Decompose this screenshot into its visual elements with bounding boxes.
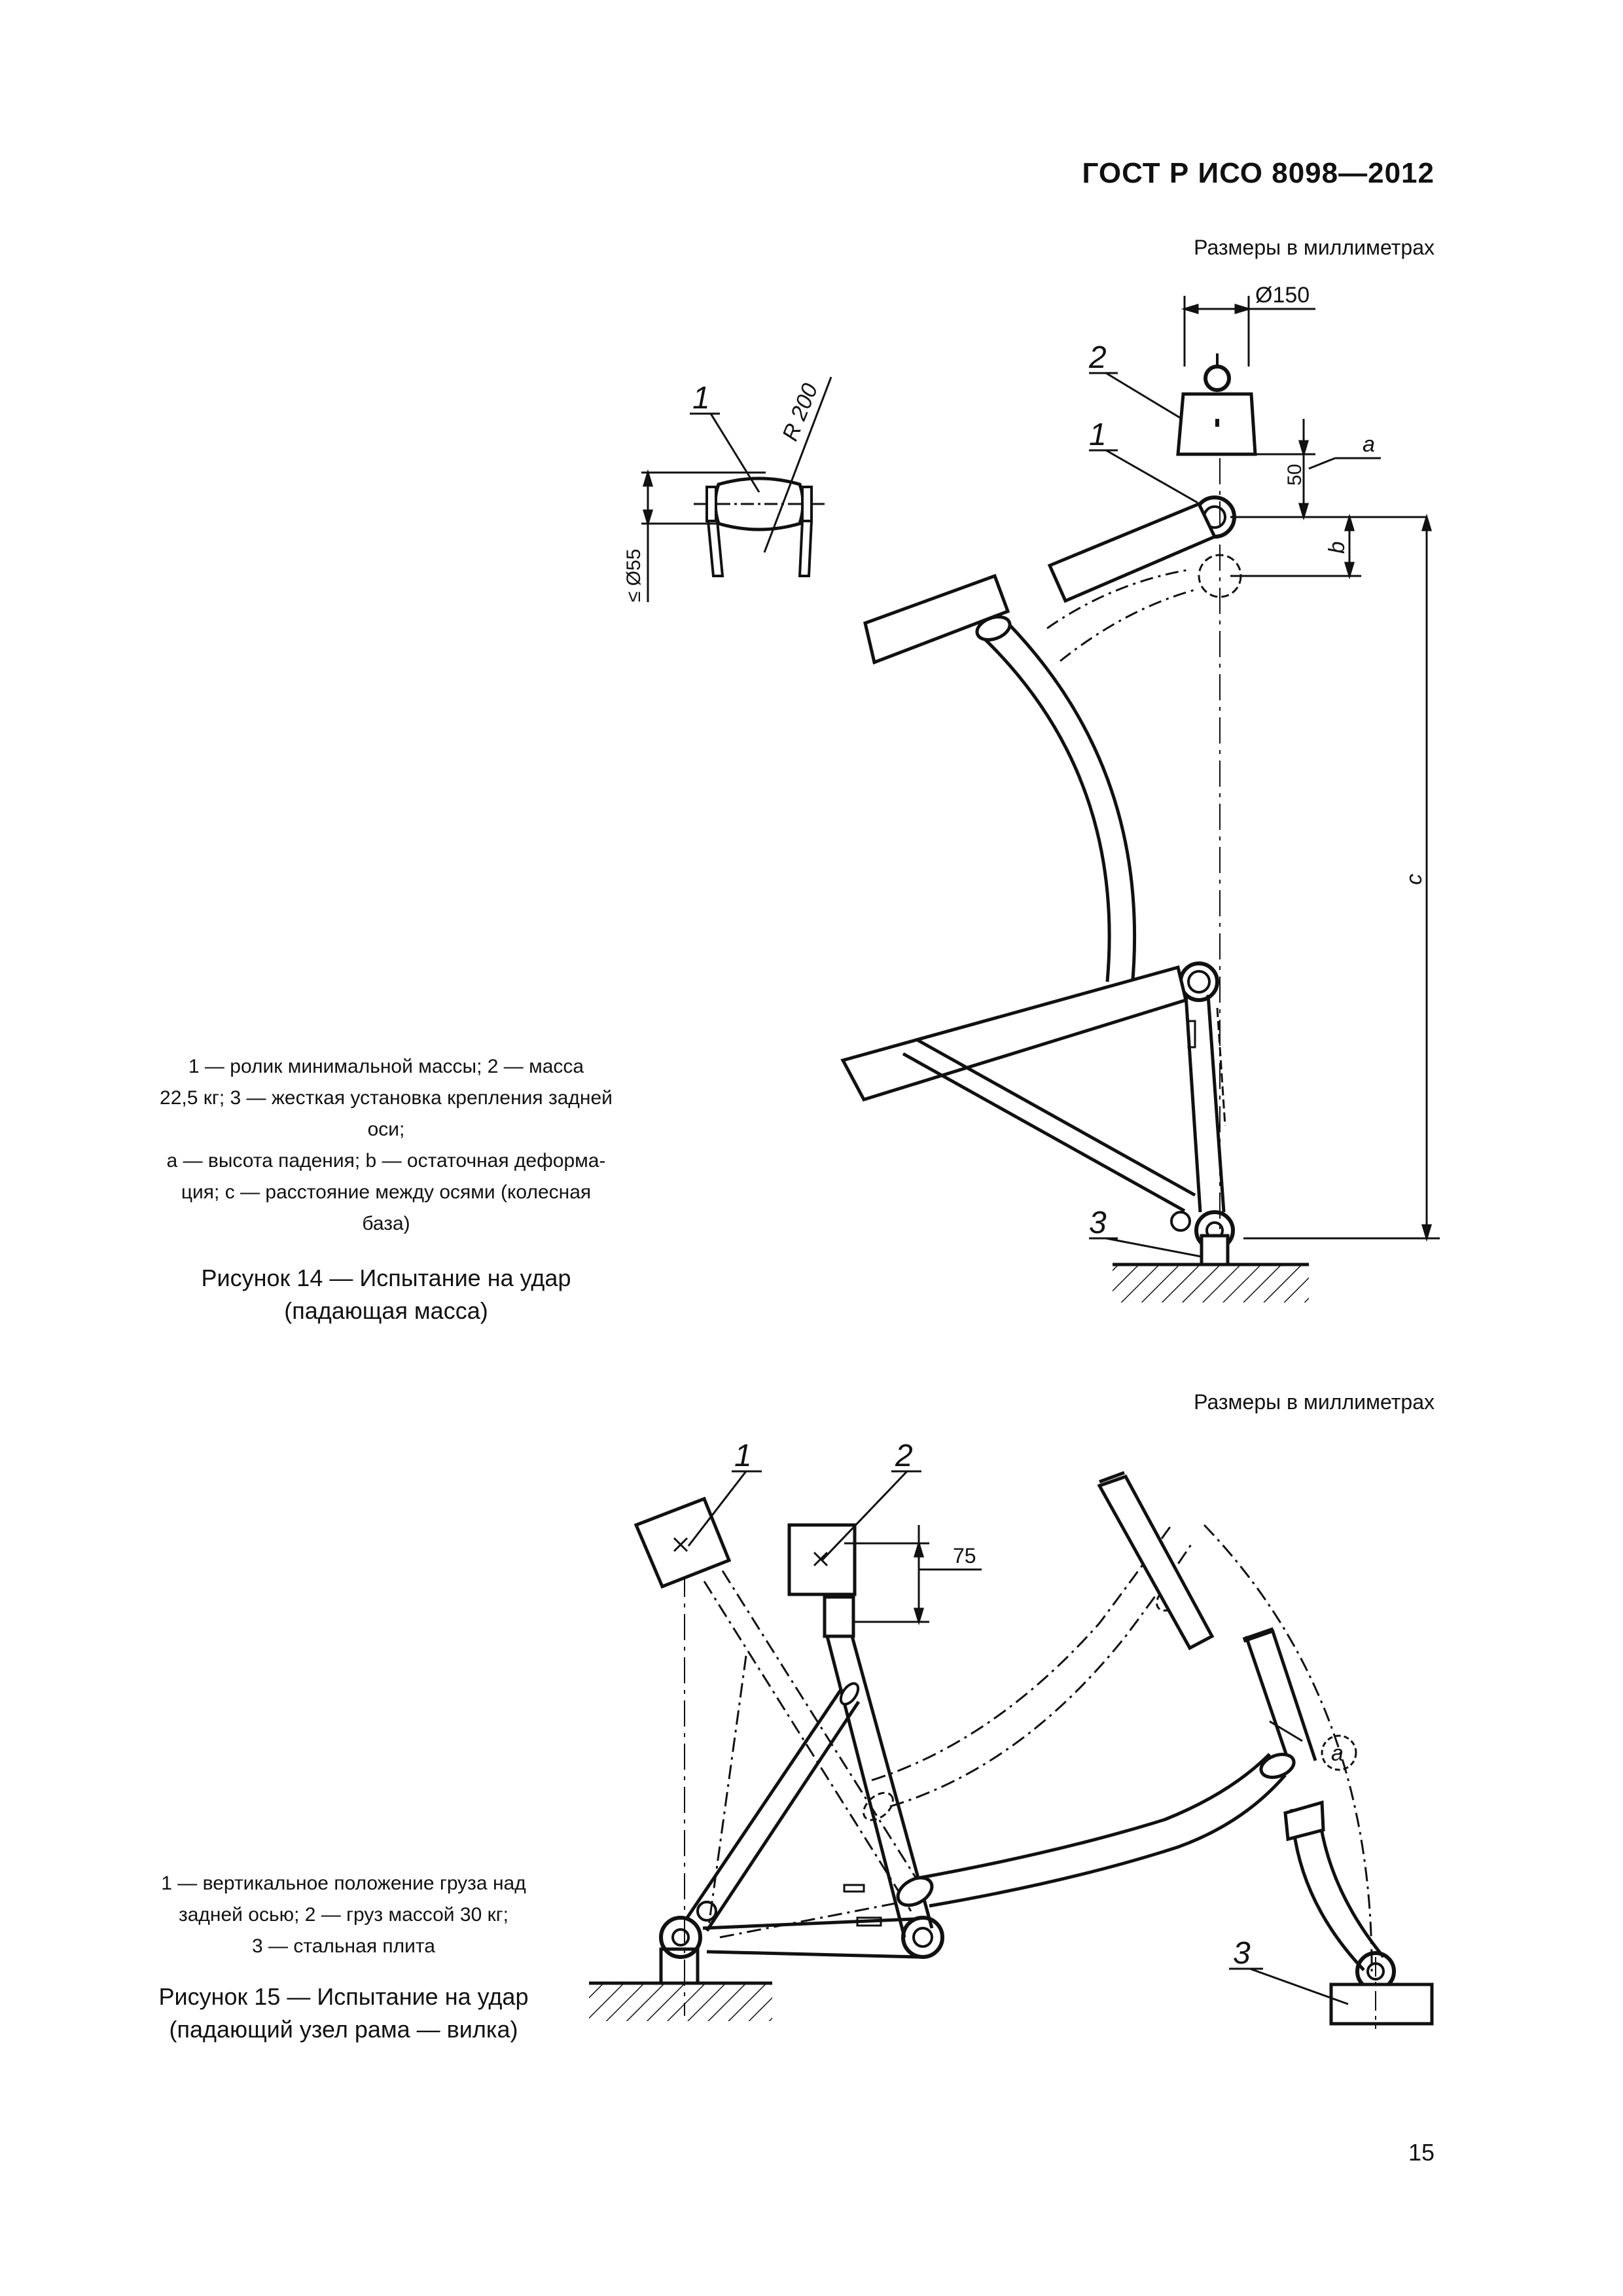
fig15-title-line: Рисунок 15 — Испытание на удар: [158, 1983, 529, 2010]
fig14-legend-line: база): [362, 1213, 410, 1234]
fig15-label-1: 1: [734, 1439, 752, 1473]
fig14-label-c: c: [1402, 874, 1427, 885]
page-number: 15: [1408, 2139, 1435, 2166]
fig15-title: Рисунок 15 — Испытание на удар (падающий…: [124, 1981, 563, 2046]
fig14-label-1: 1: [1089, 418, 1107, 452]
fig14-label-3: 3: [1089, 1206, 1107, 1240]
fig15-label-3: 3: [1233, 1936, 1251, 1971]
fig14-title-line: Рисунок 14 — Испытание на удар: [201, 1265, 571, 1291]
fig15-label-a: a: [1331, 1741, 1344, 1766]
fig14-title-line: (падающая масса): [284, 1297, 488, 1324]
fig15-legend-line: 3 — стальная плита: [251, 1935, 435, 1957]
fig15-drop-dim: 75: [953, 1544, 976, 1568]
fig14-label-a: a: [1363, 432, 1375, 457]
fig15-legend-line: 1 — вертикальное положение груза над: [161, 1873, 526, 1894]
fig15-label-2: 2: [895, 1439, 913, 1473]
fig14-roller-dim: ≤ Ø55: [623, 548, 645, 602]
fig14-legend: 1 — ролик минимальной массы; 2 — масса 2…: [124, 1051, 648, 1240]
fig15-units-note: Размеры в миллиметрах: [1194, 1390, 1435, 1414]
figure15-drawing: 1 2 75: [589, 1439, 1434, 2029]
fig14-detail-label-1: 1: [692, 381, 710, 416]
fig14-diameter-label: Ø150: [1255, 283, 1310, 308]
fig15-legend: 1 — вертикальное положение груза над зад…: [124, 1868, 563, 1962]
fig14-legend-line: 1 — ролик минимальной массы; 2 — масса: [188, 1056, 584, 1077]
fig14-legend-line: оси;: [367, 1119, 405, 1140]
fig14-legend-line: a — высота падения; b — остаточная дефор…: [166, 1150, 606, 1172]
fig14-units-note: Размеры в миллиметрах: [1194, 236, 1435, 259]
document-header: ГОСТ Р ИСО 8098—2012: [1082, 157, 1435, 189]
fig14-title: Рисунок 14 — Испытание на удар (падающая…: [124, 1262, 648, 1327]
fig14-radius-label: R 200: [777, 380, 823, 444]
fig14-label-2: 2: [1088, 340, 1107, 375]
fig14-drop-dim: 50: [1284, 464, 1306, 486]
fig14-legend-line: ция; c — расстояние между осями (колесна…: [181, 1181, 592, 1203]
fig14-label-b: b: [1325, 541, 1349, 554]
fig15-title-line: (падающий узел рама — вилка): [169, 2016, 518, 2043]
fig15-legend-line: задней осью; 2 — груз массой 30 кг;: [178, 1904, 509, 1926]
fig14-legend-line: 22,5 кг; 3 — жесткая установка крепления…: [160, 1087, 613, 1109]
figure14-drawing: Ø150 50 a b c: [623, 283, 1440, 1302]
